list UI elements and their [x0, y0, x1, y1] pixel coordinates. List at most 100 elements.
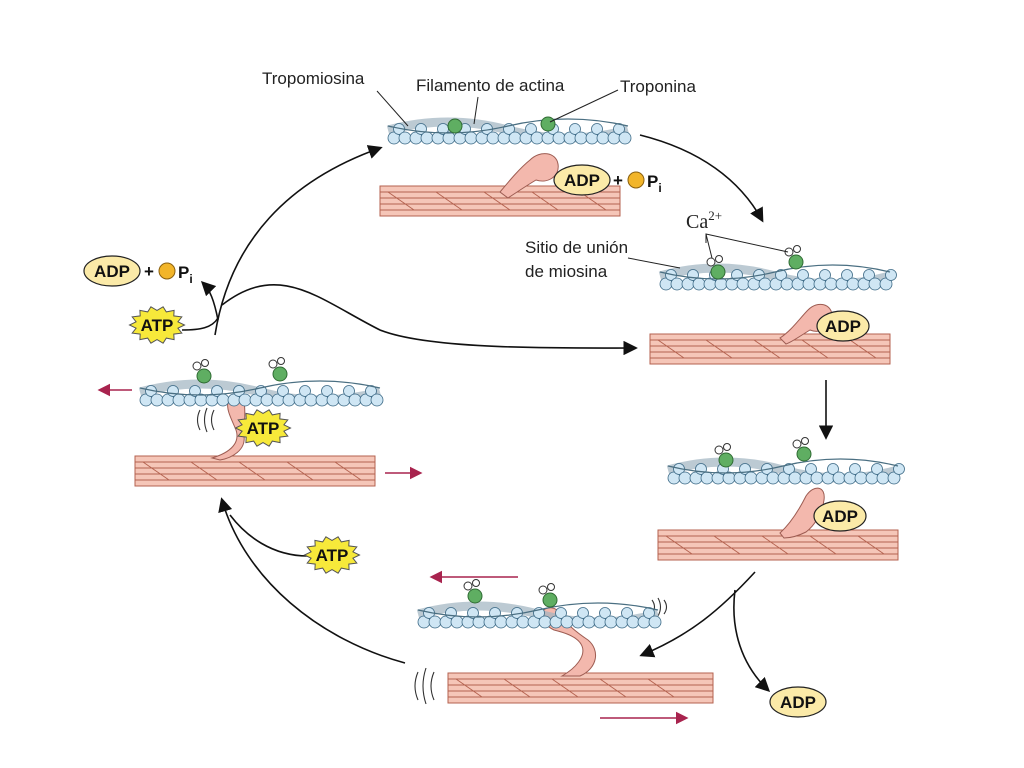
- actin-monomer: [783, 463, 795, 475]
- actin-monomer: [802, 277, 816, 291]
- tropomyosin-outline: [667, 458, 899, 474]
- actin-filament: [658, 263, 897, 291]
- troponin: [540, 116, 556, 132]
- calcium-ion: [793, 245, 801, 253]
- actin-monomer: [621, 607, 633, 619]
- arrow-atp-in-left: [181, 317, 219, 331]
- actin-monomer: [714, 277, 728, 291]
- actin-monomer: [885, 269, 897, 281]
- actin-monomer: [788, 471, 802, 485]
- actin-monomer: [538, 615, 552, 629]
- motion-arrows: [97, 383, 689, 725]
- actin-monomer: [150, 393, 164, 407]
- actin-monomer: [326, 393, 340, 407]
- phosphate-badge: +Pi: [144, 262, 193, 286]
- actin-monomer: [172, 393, 186, 407]
- unit-left: [134, 357, 384, 487]
- actin-monomer: [525, 123, 537, 135]
- actin-monomer: [277, 385, 289, 397]
- actin-monomer: [604, 615, 618, 629]
- actin-monomer: [428, 615, 442, 629]
- actin-monomer: [577, 607, 589, 619]
- unit-right-upper: [649, 245, 897, 365]
- phosphate-text: Pi: [647, 172, 662, 195]
- actin-monomer: [648, 615, 662, 629]
- actin-monomer: [744, 471, 758, 485]
- phosphate-icon: [158, 262, 176, 280]
- leader-lines: [376, 89, 789, 269]
- calcium-ion: [792, 439, 802, 449]
- unit-right-lower: [657, 437, 905, 561]
- actin-monomer: [810, 471, 824, 485]
- troponin: [467, 588, 483, 604]
- troponin: [447, 118, 463, 134]
- actin-monomer: [516, 615, 530, 629]
- actin-monomer: [618, 131, 632, 145]
- tropomyosin-outline: [139, 380, 381, 396]
- adp-text: ADP: [564, 171, 600, 190]
- phosphate-badge: +Pi: [613, 171, 662, 195]
- calcium-ion: [192, 361, 202, 371]
- calcium-ion: [723, 443, 731, 451]
- actin-monomer: [591, 123, 603, 135]
- tropomyosin-outline: [659, 264, 891, 280]
- arrow-to-bottom: [639, 571, 756, 658]
- arrow-adp-release: [733, 589, 771, 692]
- actin-monomer: [832, 471, 846, 485]
- adp-badge: ADP: [769, 686, 827, 718]
- label-binding-site-line1: Sitio de unión: [525, 238, 628, 257]
- actin-monomer: [299, 385, 311, 397]
- label-binding-site-line2: de miosina: [525, 262, 608, 281]
- actin-monomer: [827, 463, 839, 475]
- phosphate-icon: [627, 171, 645, 189]
- calcium-ion: [801, 437, 809, 445]
- actin-monomer: [464, 131, 478, 145]
- actin-monomer: [670, 277, 684, 291]
- phosphate-subscript: i: [658, 181, 661, 195]
- actin-monomer: [467, 607, 479, 619]
- arrow-top-to-right: [639, 134, 764, 223]
- actin-monomer: [797, 269, 809, 281]
- actin-monomer: [530, 131, 544, 145]
- calcium-ion: [463, 581, 473, 591]
- adp-badge: ADP: [83, 255, 141, 287]
- actin-monomer: [766, 471, 780, 485]
- actin-monomer: [508, 131, 522, 145]
- troponin: [710, 264, 726, 280]
- adp-badge: ADP: [813, 500, 867, 532]
- cycle-arrows: [181, 134, 834, 692]
- actin-monomer: [824, 277, 838, 291]
- actin-filament: [386, 117, 632, 145]
- arrow-long-middle: [221, 284, 638, 356]
- tropomyosin-outline: [417, 602, 659, 618]
- actin-monomer: [876, 471, 890, 485]
- adp-text: ADP: [825, 317, 861, 336]
- actin-monomer: [805, 463, 817, 475]
- calcium-ion: [277, 357, 285, 365]
- actin-monomer: [282, 393, 296, 407]
- actin-monomer: [841, 269, 853, 281]
- atp-badge: ATP: [234, 409, 292, 447]
- calcium-ion: [714, 445, 724, 455]
- actin-monomer: [626, 615, 640, 629]
- filament-units: [134, 116, 905, 704]
- actin-monomer: [472, 615, 486, 629]
- actin-monomer: [849, 463, 861, 475]
- thick-filament: [134, 455, 376, 487]
- phosphate-subscript: i: [189, 272, 192, 286]
- myosin-head: [779, 487, 825, 539]
- actin-monomer: [348, 393, 362, 407]
- calcium-ion: [201, 359, 209, 367]
- actin-monomer: [560, 615, 574, 629]
- label-actin-filament: Filamento de actina: [416, 76, 565, 95]
- actin-monomer: [370, 393, 384, 407]
- actin-monomer: [700, 471, 714, 485]
- tropomyosin-outline: [387, 118, 629, 134]
- atp-badge: ATP: [303, 536, 361, 574]
- phosphate-text: Pi: [178, 263, 193, 286]
- troponin: [542, 592, 558, 608]
- actin-monomer: [574, 131, 588, 145]
- actin-monomer: [216, 393, 230, 407]
